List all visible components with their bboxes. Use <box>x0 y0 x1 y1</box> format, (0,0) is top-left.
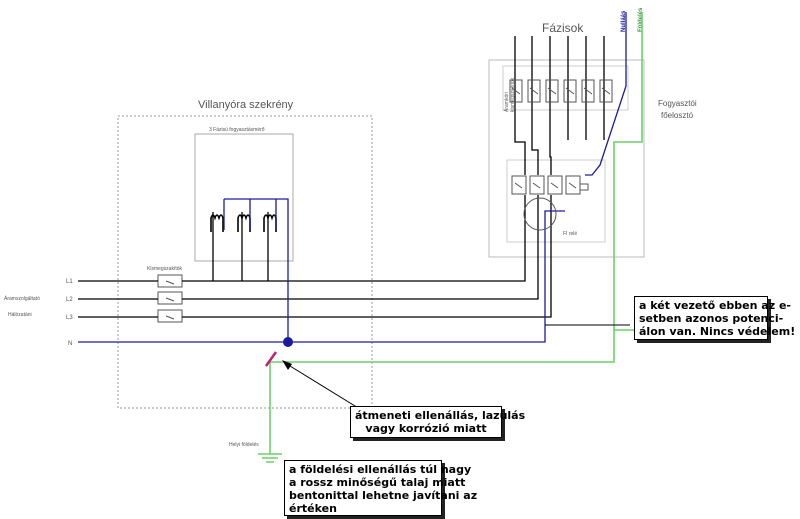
meter-cabinet-title: Villanyóra szekrény <box>198 99 294 111</box>
consumer-panel-label-2: főelosztó <box>661 111 694 120</box>
consumer-breakers-group-box <box>502 65 629 111</box>
callout-same-potential-line-3: álon van. Nincs védelem! <box>639 325 796 338</box>
consumer-panel-box <box>488 59 645 258</box>
callout-ground-line-3: bentonittal lehetne javítani az <box>289 489 478 502</box>
meter-cabinet-box <box>117 115 373 409</box>
neutral-out-label: Nulláás <box>621 10 627 32</box>
line-label-l2: L2 <box>66 297 73 303</box>
callout-ground-line-1: a földelési ellenállás túl nagy <box>289 463 472 476</box>
earth-symbol <box>258 453 282 463</box>
fault-resistance-mark <box>264 351 278 367</box>
callout-ground-line-2: a rossz minőségű talaj miatt <box>289 476 466 489</box>
main-breakers-label: Kismegszakítók <box>147 266 183 272</box>
consumer-breakers-label-2: kismegszakítók <box>510 77 516 112</box>
supply-label-1: Áramszolgáltató <box>4 295 40 302</box>
callout-transition-resistance: átmeneti ellenállás, lazulás vagy korróz… <box>350 406 526 438</box>
callout-same-potential: a két vezető ebben az e- setben azonos p… <box>634 296 796 340</box>
main-breakers <box>157 274 183 323</box>
callout-same-potential-line-1: a két vezető ebben az e- <box>639 299 791 312</box>
meter-label: 3 Fázisú fogyasztásmérő <box>209 127 265 133</box>
phase-feeders <box>514 36 605 175</box>
neutral-wires <box>78 12 627 343</box>
local-ground-label: Helyi földelés <box>229 442 259 448</box>
line-label-l1: L1 <box>66 279 73 285</box>
callout-same-potential-line-2: setben azonos potenci- <box>639 312 784 325</box>
line-label-n: N <box>68 341 72 347</box>
pointer-arrow-head <box>282 360 292 370</box>
rcd-box <box>506 159 606 243</box>
phase-wires <box>78 195 552 318</box>
supply-label-2: Hálózatáni <box>8 312 32 318</box>
meter-box <box>194 133 294 262</box>
consumer-panel-label-1: Fogyasztói <box>658 99 697 108</box>
meter-coils <box>210 214 277 232</box>
ground-out-label: Földelés <box>638 7 644 32</box>
consumer-breakers <box>509 79 613 103</box>
line-label-l3: L3 <box>66 315 73 321</box>
callout-pointers <box>283 324 630 415</box>
callout-transition-line-1: átmeneti ellenállás, lazulás <box>355 409 526 422</box>
rcd-switches <box>511 175 589 231</box>
callout-transition-line-2: vagy korrózió miatt <box>365 422 487 435</box>
callout-ground-line-4: értéken <box>289 502 337 515</box>
consumer-breakers-label-1: Áramköri <box>503 92 510 112</box>
phases-title: Fázisok <box>542 21 584 35</box>
neutral-junction <box>283 337 293 347</box>
callout-ground-resistance: a földelési ellenállás túl nagy a rossz … <box>284 460 478 516</box>
rcd-label: FI relé <box>563 231 577 237</box>
